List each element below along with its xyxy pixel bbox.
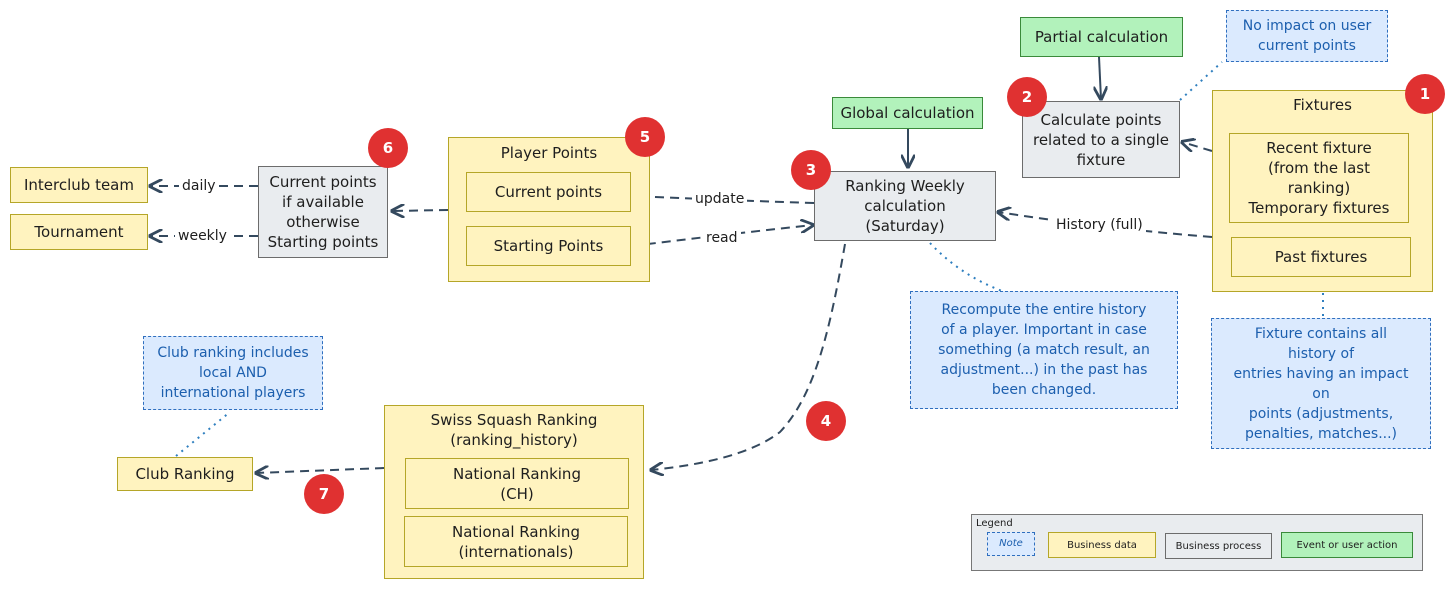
legend-business-process-swatch: Business process — [1165, 533, 1272, 559]
edge-ranking-to-swiss — [651, 243, 846, 470]
edge-label-history-full: History (full) — [1053, 216, 1146, 234]
step-badge-1: 1 — [1405, 74, 1445, 114]
edge-player-to-current-logic — [392, 210, 449, 211]
tournament-box: Tournament — [10, 214, 148, 250]
step-badge-6: 6 — [368, 128, 408, 168]
legend-note-swatch: Note — [987, 532, 1035, 556]
calculate-points-box: Calculate points related to a single fix… — [1022, 101, 1180, 178]
legend-title: Legend — [976, 518, 1013, 529]
note-link-club — [175, 411, 231, 457]
step-badge-2: 2 — [1007, 77, 1047, 117]
edge-label-update: update — [692, 190, 748, 208]
recompute-history-note: Recompute the entire history of a player… — [910, 291, 1178, 409]
note-link-recompute — [929, 242, 1003, 292]
edge-label-weekly: weekly — [175, 227, 230, 245]
edge-read — [631, 225, 813, 247]
starting-points-box: Starting Points — [466, 226, 631, 266]
club-ranking-box: Club Ranking — [117, 457, 253, 491]
step-badge-7: 7 — [304, 474, 344, 514]
national-ranking-int-box: National Ranking (internationals) — [404, 516, 628, 567]
player-points-title: Player Points — [500, 144, 598, 162]
current-points-logic-box: Current points if available otherwise St… — [258, 166, 388, 258]
ranking-weekly-box: Ranking Weekly calculation (Saturday) — [814, 171, 996, 241]
fixture-contains-note: Fixture contains all history of entries … — [1211, 318, 1431, 449]
edge-partial-trigger — [1099, 56, 1101, 99]
global-calculation-event: Global calculation — [832, 97, 983, 129]
edge-fixtures-to-calc — [1182, 142, 1213, 151]
no-impact-note: No impact on user current points — [1226, 10, 1388, 62]
step-badge-4: 4 — [806, 401, 846, 441]
current-points-box: Current points — [466, 172, 631, 212]
interclub-team-box: Interclub team — [10, 167, 148, 203]
club-ranking-note: Club ranking includes local AND internat… — [143, 336, 323, 410]
edge-swiss-to-club — [256, 468, 385, 473]
swiss-squash-ranking-title: Swiss Squash Ranking (ranking_history) — [430, 411, 598, 449]
edge-label-read: read — [703, 229, 741, 247]
national-ranking-ch-box: National Ranking (CH) — [405, 458, 629, 509]
past-fixtures-box: Past fixtures — [1231, 237, 1411, 277]
legend: Legend Note Business data Business proce… — [971, 514, 1423, 571]
edge-label-daily: daily — [179, 177, 219, 195]
partial-calculation-event: Partial calculation — [1020, 17, 1183, 57]
legend-business-data-swatch: Business data — [1048, 532, 1156, 558]
step-badge-5: 5 — [625, 117, 665, 157]
fixtures-title: Fixtures — [1293, 96, 1352, 114]
recent-fixture-box: Recent fixture (from the last ranking) T… — [1229, 133, 1409, 223]
note-link-no-impact — [1179, 61, 1223, 101]
step-badge-3: 3 — [791, 150, 831, 190]
legend-event-swatch: Event or user action — [1281, 532, 1413, 558]
